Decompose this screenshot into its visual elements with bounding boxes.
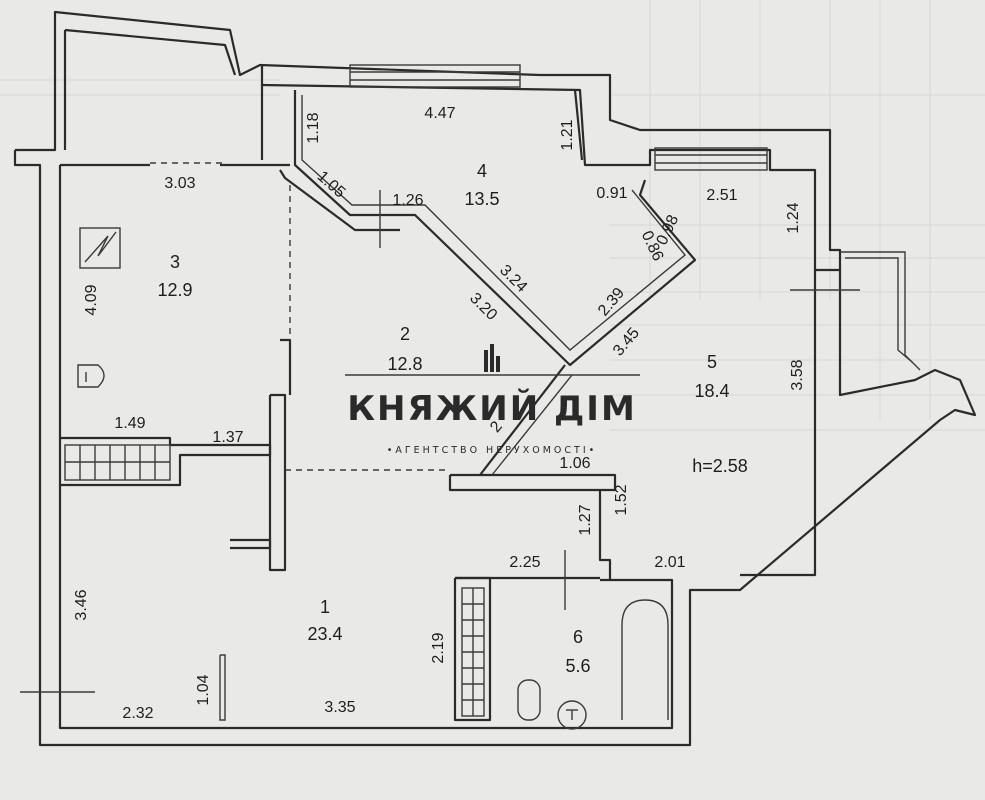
dim-label: 2.25 [509, 554, 540, 571]
radiator-icon [64, 444, 171, 481]
dim-label: 1.24 [785, 202, 802, 233]
building-logo-icon [484, 344, 500, 372]
room-4-number: 4 [477, 161, 487, 181]
dim-label: 1.27 [577, 504, 594, 535]
dim-label: 1.06 [559, 455, 590, 472]
room-6-number: 6 [573, 627, 583, 647]
toilet-icon [517, 679, 541, 721]
dim-label: 3.24 [496, 262, 530, 296]
dim-label: 1.37 [212, 429, 243, 446]
room-4-area: 13.5 [464, 189, 499, 209]
dim-label: 1.21 [559, 119, 576, 150]
room-labels: 1 23.4 2 12.8 3 12.9 4 13.5 5 18.4 6 5.6… [157, 161, 747, 676]
ceiling-height: h=2.58 [692, 456, 748, 476]
room-2-area: 12.8 [387, 354, 422, 374]
dim-label: 3.45 [610, 325, 643, 360]
dim-label: 3.35 [324, 699, 355, 716]
room-5-area: 18.4 [694, 381, 729, 401]
dim-label: 3.46 [73, 589, 90, 620]
watermark-subtitle: •АГЕНТСТВО НЕРУХОМОСТІ• [387, 445, 597, 456]
fixtures [64, 190, 669, 730]
bathtub-icon [621, 599, 669, 720]
dim-label: 1.52 [613, 484, 630, 515]
electrical-panel-icon [79, 227, 121, 269]
dim-label: 3.20 [466, 290, 500, 324]
dim-label: 1.18 [305, 112, 322, 143]
washbasin-icon [557, 700, 587, 730]
room-3-number: 3 [170, 252, 180, 272]
dim-label: 3.03 [164, 175, 195, 192]
room-2-number: 2 [400, 324, 410, 344]
dim-label: 4.09 [83, 284, 100, 315]
dim-label: 2.51 [706, 187, 737, 204]
watermark-title: КНЯЖИЙ ДІМ [347, 388, 637, 429]
sink-icon [77, 364, 105, 388]
dim-label: 2.32 [122, 705, 153, 722]
windows [349, 64, 921, 371]
room-1-number: 1 [320, 597, 330, 617]
dim-label: 2.19 [430, 632, 447, 663]
interior-walls [20, 89, 860, 722]
room-5-number: 5 [707, 352, 717, 372]
outer-walls [13, 10, 977, 747]
agency-watermark: КНЯЖИЙ ДІМ •АГЕНТСТВО НЕРУХОМОСТІ• [345, 344, 640, 456]
dim-label: 1.26 [392, 192, 423, 209]
dim-label: 1.49 [114, 415, 145, 432]
room-6-area: 5.6 [565, 656, 590, 676]
dashed-lines [150, 162, 450, 471]
background-grid [0, 0, 985, 431]
dim-label: 0.91 [596, 185, 627, 202]
shower-tray-icon [461, 587, 485, 717]
dim-label: 2.39 [595, 285, 628, 320]
room-1-area: 23.4 [307, 624, 342, 644]
dim-label: 3.58 [789, 359, 806, 390]
room-3-area: 12.9 [157, 280, 192, 300]
dim-label: 4.47 [424, 105, 455, 122]
dim-label: 2.01 [654, 554, 685, 571]
dim-label: 1.04 [195, 674, 212, 705]
